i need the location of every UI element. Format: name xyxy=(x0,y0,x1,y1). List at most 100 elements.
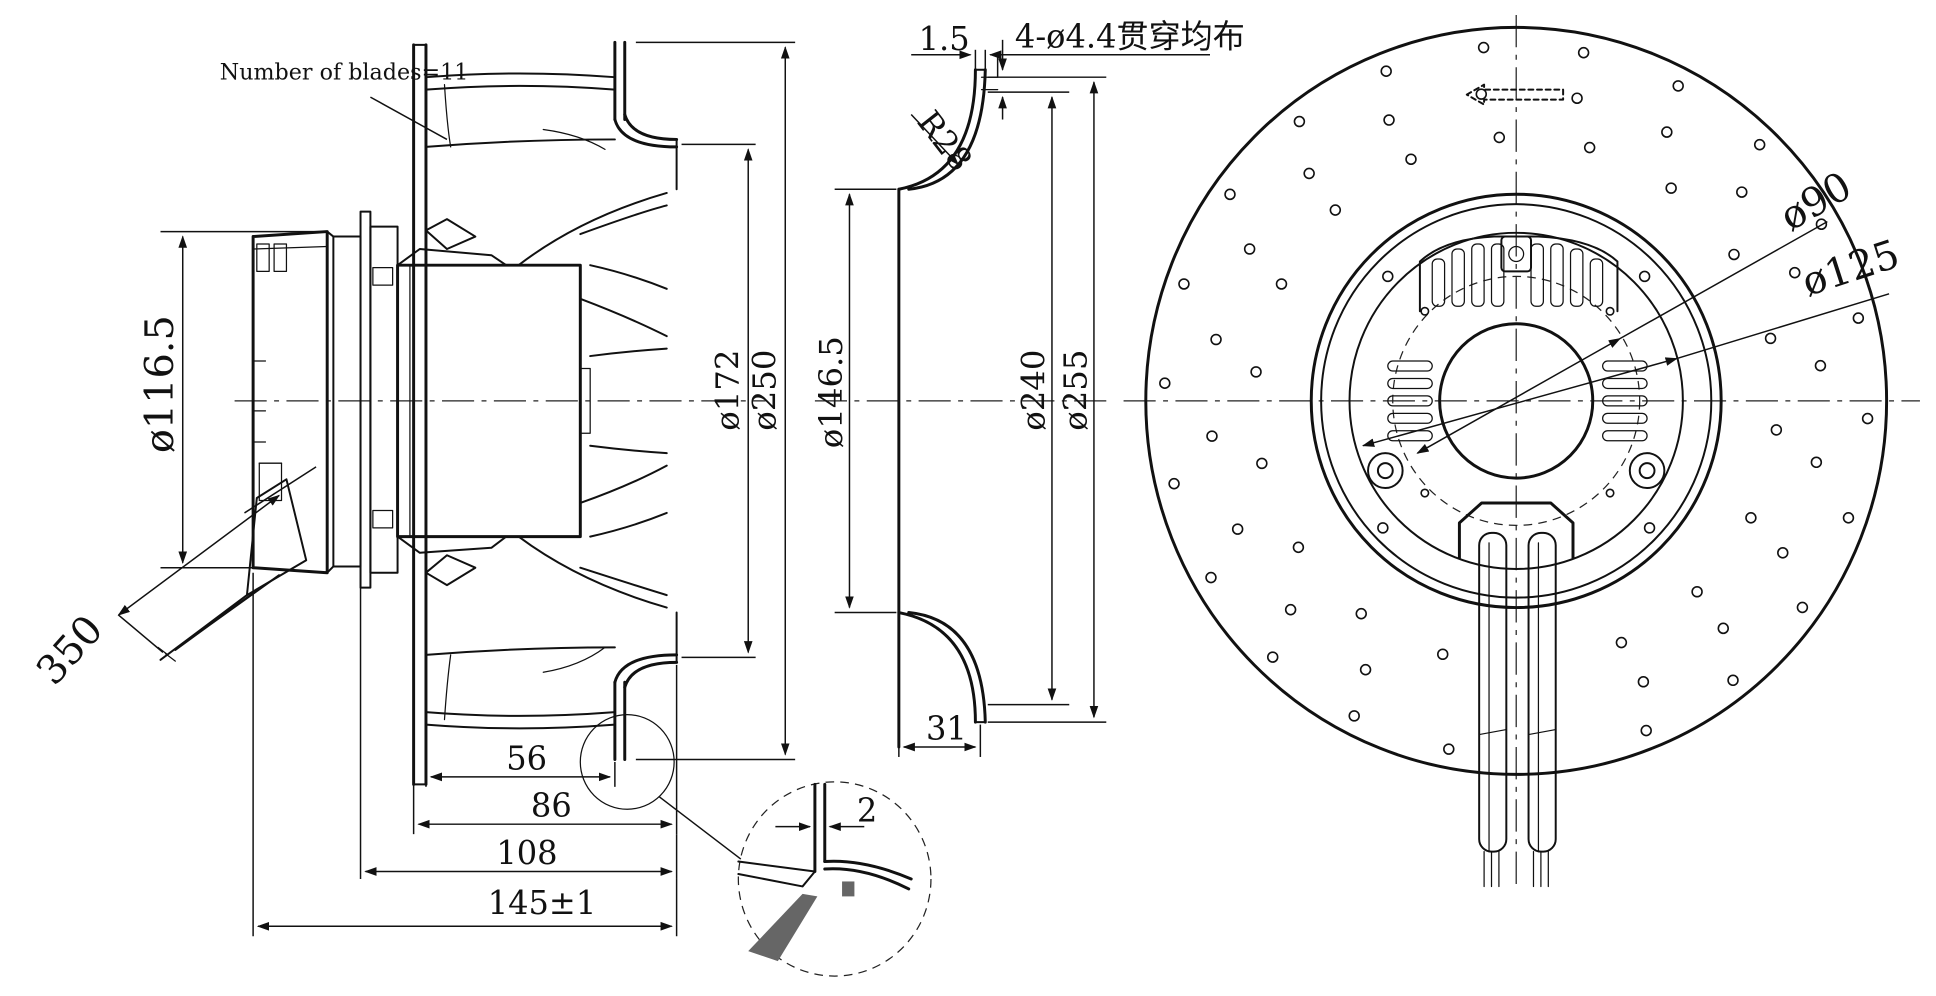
svg-text:ø146.5: ø146.5 xyxy=(812,336,850,448)
balancing-hole xyxy=(1861,412,1874,425)
svg-text:4-ø4.4贯穿均布: 4-ø4.4贯穿均布 xyxy=(1015,17,1245,55)
balancing-hole xyxy=(1383,114,1395,126)
side-view: Number of blades=11 ø116.5 350 ø172 ø25 xyxy=(28,40,796,937)
svg-text:ø172: ø172 xyxy=(708,350,746,431)
svg-text:1.5: 1.5 xyxy=(919,20,970,58)
impeller-blades xyxy=(424,72,668,730)
motor-flange-outer xyxy=(1309,192,1723,610)
svg-text:31: 31 xyxy=(926,709,967,747)
dim-d146: ø146.5 xyxy=(812,188,897,614)
balancing-hole xyxy=(1728,248,1740,261)
svg-text:ø255: ø255 xyxy=(1057,350,1095,431)
balancing-hole xyxy=(1810,456,1823,469)
blades-count-label: Number of blades=11 xyxy=(220,60,469,86)
balancing-hole xyxy=(1691,585,1703,598)
svg-text:2: 2 xyxy=(857,792,877,830)
motor-flange-inner xyxy=(1320,203,1713,599)
mounting-bosses xyxy=(1367,270,1666,534)
svg-text:ø240: ø240 xyxy=(1015,350,1053,431)
dim-d255: ø255 xyxy=(987,76,1107,723)
balancing-hole xyxy=(1210,333,1222,346)
balancing-hole xyxy=(1796,601,1809,614)
balancing-hole xyxy=(1665,182,1677,194)
balancing-hole xyxy=(1717,622,1730,635)
balancing-hole xyxy=(1493,131,1506,144)
balancing-hole xyxy=(1348,710,1360,722)
balancing-hole xyxy=(1159,377,1171,390)
balancing-hole xyxy=(1266,651,1279,663)
balancing-hole xyxy=(1745,512,1757,524)
svg-text:86: 86 xyxy=(531,787,572,825)
balancing-hole xyxy=(1243,243,1256,255)
top-cooling-fins xyxy=(1418,235,1619,313)
balancing-hole xyxy=(1224,188,1236,201)
balancing-hole xyxy=(1292,541,1305,554)
detail-callout-circle xyxy=(579,714,675,810)
balancing-hole xyxy=(1814,359,1827,372)
balancing-hole xyxy=(1640,724,1652,737)
balancing-hole xyxy=(1329,204,1342,216)
svg-text:56: 56 xyxy=(506,739,547,777)
dim-radius-r28: R28 xyxy=(910,103,980,178)
impeller-backplate xyxy=(412,43,477,786)
balancing-hole xyxy=(1293,115,1306,128)
balancing-hole xyxy=(1615,636,1628,649)
impeller-hub xyxy=(396,248,591,554)
balancing-hole xyxy=(1178,278,1190,290)
balancing-hole xyxy=(1842,512,1855,524)
balancing-hole xyxy=(1168,477,1180,490)
balancing-hole xyxy=(1436,648,1449,661)
balancing-hole xyxy=(1727,674,1739,687)
dim-length-86: 86 xyxy=(412,664,678,835)
cable-outlet xyxy=(1457,501,1575,888)
hole-callout: 4-ø4.4贯穿均布 xyxy=(996,17,1245,120)
balancing-holes xyxy=(1159,41,1874,755)
detail-view: 2 xyxy=(737,781,932,977)
balancing-hole xyxy=(1571,92,1583,105)
balancing-hole xyxy=(1231,523,1244,535)
balancing-hole xyxy=(1355,607,1367,620)
svg-text:350: 350 xyxy=(28,607,112,694)
balancing-hole xyxy=(1736,186,1748,198)
svg-text:ø250: ø250 xyxy=(746,350,784,431)
balancing-hole xyxy=(1661,126,1673,138)
dim-d250: ø250 xyxy=(635,41,796,761)
svg-text:ø116.5: ø116.5 xyxy=(137,315,183,453)
detail-callout-leader xyxy=(658,796,742,860)
balancing-hole xyxy=(1637,675,1650,688)
balancing-hole xyxy=(1284,603,1297,616)
dim-d172: ø172 xyxy=(681,143,756,659)
balancing-hole xyxy=(1380,65,1392,78)
balancing-hole xyxy=(1475,88,1488,100)
balancing-hole xyxy=(1405,153,1417,166)
motor-body xyxy=(251,210,399,589)
svg-text:R28: R28 xyxy=(910,103,980,178)
balancing-hole xyxy=(1443,743,1455,755)
balancing-hole xyxy=(1359,663,1372,676)
impeller-inlet-ring xyxy=(613,40,679,761)
dim-length-31: 31 xyxy=(898,709,982,757)
motor-housing xyxy=(1348,231,1684,570)
front-view: ø90 ø125 xyxy=(1123,14,1920,888)
balancing-hole xyxy=(1205,571,1217,584)
svg-text:108: 108 xyxy=(496,834,557,872)
balancing-hole xyxy=(1206,430,1218,442)
inlet-cone-view: 1.5 4-ø4.4贯穿均布 R28 ø146.5 ø240 xyxy=(812,17,1245,757)
rotation-direction-arrow xyxy=(1465,83,1565,106)
balancing-hole xyxy=(1256,457,1268,470)
balancing-hole xyxy=(1250,366,1262,378)
balancing-hole xyxy=(1764,332,1777,345)
impeller-outer-disc xyxy=(1144,25,1889,776)
balancing-hole xyxy=(1789,266,1801,279)
dim-gap-2: 2 xyxy=(775,792,877,832)
balancing-hole xyxy=(1672,80,1684,92)
dim-length-145: 145±1 xyxy=(252,572,678,937)
dim-thickness-1-5: 1.5 xyxy=(911,20,1025,70)
blades-leader-line xyxy=(370,96,448,141)
dim-d240: ø240 xyxy=(987,91,1070,706)
balancing-hole xyxy=(1777,546,1789,559)
balancing-hole xyxy=(1275,278,1288,290)
balancing-hole xyxy=(1852,312,1865,324)
detail-view-circle xyxy=(737,781,932,977)
